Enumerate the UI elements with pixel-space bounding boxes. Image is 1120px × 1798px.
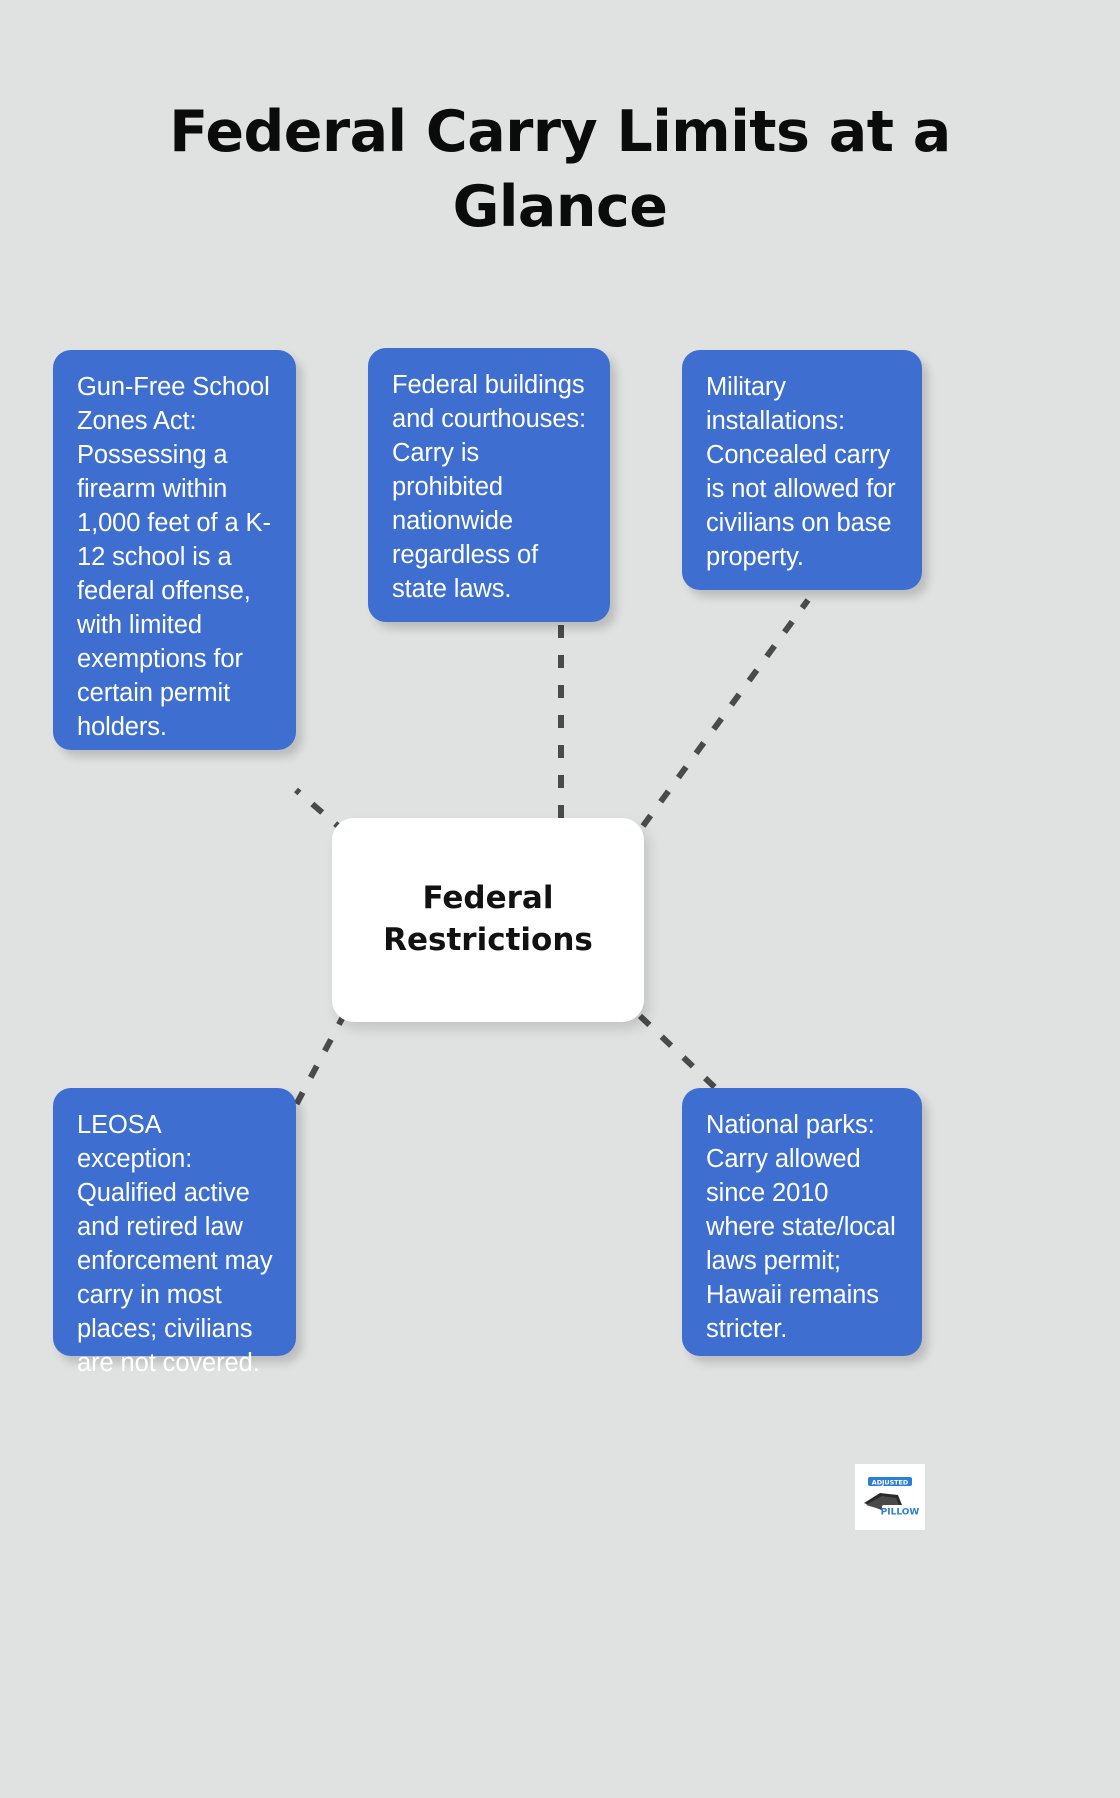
node-national-parks: National parks: Carry allowed since 2010… — [682, 1088, 922, 1356]
center-label-line-1: Federal — [422, 880, 554, 917]
node-federal-buildings-and-courthouses: Federal buildings and courthouses: Carry… — [368, 348, 610, 622]
node-center-federal-restrictions: Federal Restrictions — [332, 818, 644, 1022]
node-military-installations: Military installations: Concealed carry … — [682, 350, 922, 590]
adjusted-pillow-logo-icon: ADJUSTED PILLOW — [855, 1464, 925, 1530]
node-gun-free-school-zones-act: Gun-Free School Zones Act: Possessing a … — [53, 350, 296, 750]
node-text: LEOSA exception: Qualified active and re… — [77, 1111, 273, 1378]
connector-to-military-installations — [640, 598, 811, 828]
page-title: Federal Carry Limits at a Glance — [169, 99, 951, 241]
node-text: National parks: Carry allowed since 2010… — [706, 1111, 896, 1344]
connector-to-leosa-exception — [293, 1011, 348, 1107]
node-text: Federal buildings and courthouses: Carry… — [392, 371, 587, 604]
node-text: Gun-Free School Zones Act: Possessing a … — [77, 373, 271, 742]
svg-text:ADJUSTED: ADJUSTED — [872, 1479, 908, 1487]
svg-text:PILLOW: PILLOW — [881, 1507, 920, 1517]
connector-to-national-parks — [637, 1013, 729, 1101]
center-label: Federal Restrictions — [383, 878, 593, 962]
center-label-line-2: Restrictions — [383, 922, 593, 958]
node-leosa-exception: LEOSA exception: Qualified active and re… — [53, 1088, 296, 1377]
node-text: Military installations: Concealed carry … — [706, 373, 896, 572]
